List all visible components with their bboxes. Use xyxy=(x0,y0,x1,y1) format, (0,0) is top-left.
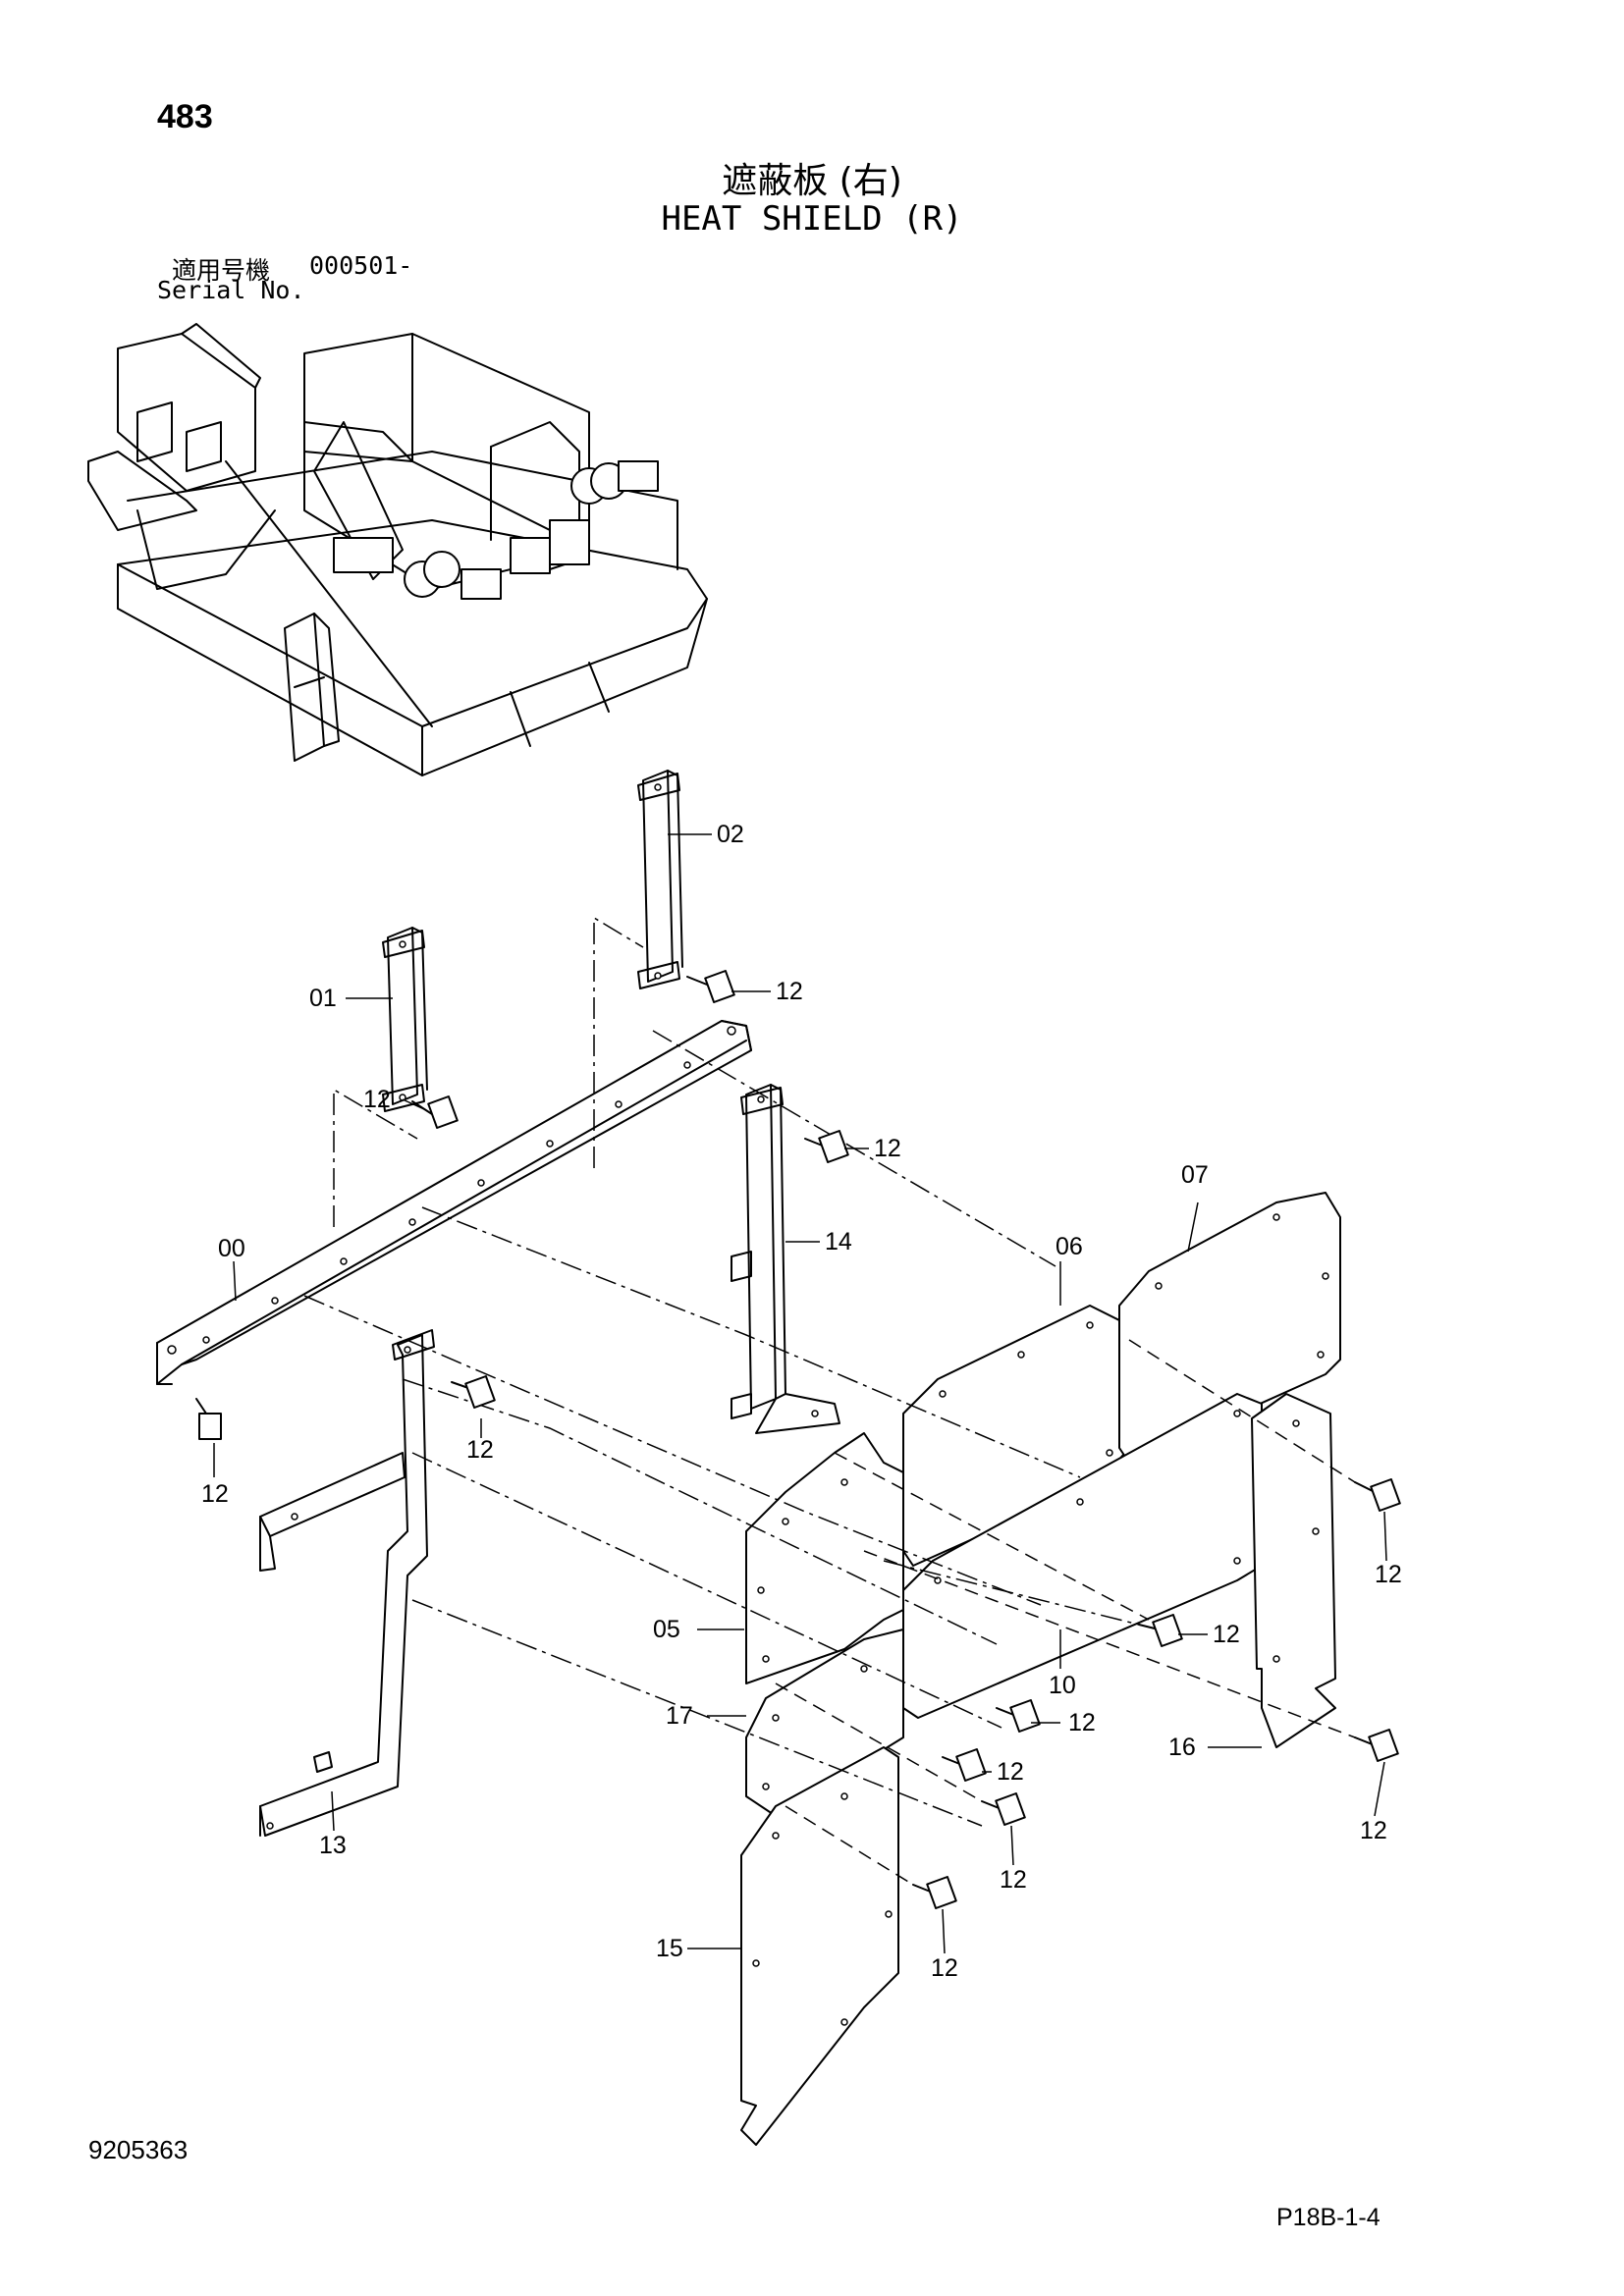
callout-12: 12 xyxy=(201,1480,229,1508)
assembly-guide-lines xyxy=(303,916,1356,1886)
page-title-japanese: 遮蔽板 (右) xyxy=(722,161,902,201)
bolt-10 xyxy=(981,1792,1026,1826)
callout-12: 12 xyxy=(466,1436,494,1464)
bolt-6 xyxy=(1354,1478,1401,1512)
serial-label-japanese: 適用号機 xyxy=(172,256,271,285)
callout-05: 05 xyxy=(653,1616,680,1643)
callout-12: 12 xyxy=(1360,1817,1387,1844)
callout-leader-lines xyxy=(213,833,1387,1954)
callout-12: 12 xyxy=(1375,1561,1402,1588)
bolt-7 xyxy=(1138,1614,1183,1647)
serial-label-english: Serial No. xyxy=(157,276,305,304)
callout-06: 06 xyxy=(1056,1233,1083,1260)
callout-12: 12 xyxy=(997,1758,1024,1786)
callout-16: 16 xyxy=(1168,1734,1196,1761)
bolt-4 xyxy=(451,1375,496,1409)
callout-00: 00 xyxy=(218,1235,245,1262)
serial-number-value: 000501- xyxy=(309,251,413,280)
page-number: 483 xyxy=(157,98,213,135)
callout-12: 12 xyxy=(363,1086,391,1113)
callout-14: 14 xyxy=(825,1228,852,1255)
bolt-5 xyxy=(195,1398,222,1440)
bolt-2 xyxy=(411,1095,459,1129)
callout-07: 07 xyxy=(1181,1161,1209,1189)
bolt-set-12 xyxy=(195,970,1401,1909)
callout-10: 10 xyxy=(1049,1672,1076,1699)
part-15-heat-shield-plate xyxy=(740,1746,899,2146)
callout-12: 12 xyxy=(1213,1621,1240,1648)
part-16-heat-shield-plate xyxy=(1251,1393,1336,1748)
part-01-bracket xyxy=(382,927,428,1112)
bolt-1 xyxy=(686,970,735,1003)
callout-labels: 02 01 12 12 12 14 00 06 07 12 12 12 12 0… xyxy=(201,821,1402,1982)
page-title-english: HEAT SHIELD (R) xyxy=(661,199,963,239)
callout-01: 01 xyxy=(309,985,337,1012)
bolt-8 xyxy=(996,1699,1041,1733)
callout-17: 17 xyxy=(666,1702,693,1730)
part-02-bracket xyxy=(637,770,683,989)
callout-15: 15 xyxy=(656,1935,683,1962)
callout-12: 12 xyxy=(1000,1866,1027,1894)
part-17-heat-shield-plate xyxy=(745,1629,904,1817)
callout-12: 12 xyxy=(931,1954,958,1982)
sheet-code: P18B-1-4 xyxy=(1276,2204,1380,2231)
document-number: 9205363 xyxy=(88,2135,189,2164)
part-05-heat-shield-plate xyxy=(745,1432,904,1684)
machine-overview-illustration xyxy=(87,323,708,776)
callout-12: 12 xyxy=(1068,1709,1096,1736)
bolt-3 xyxy=(804,1130,849,1163)
callout-02: 02 xyxy=(717,821,744,848)
callout-12: 12 xyxy=(874,1135,901,1162)
part-14-bracket xyxy=(731,1084,840,1434)
bolt-11 xyxy=(1354,1729,1399,1762)
part-13-frame xyxy=(259,1329,435,1837)
callout-12: 12 xyxy=(776,978,803,1005)
part-00-main-beam xyxy=(156,1020,752,1385)
bolt-9 xyxy=(942,1748,987,1782)
callout-13: 13 xyxy=(319,1832,347,1859)
bolt-12 xyxy=(912,1876,957,1909)
